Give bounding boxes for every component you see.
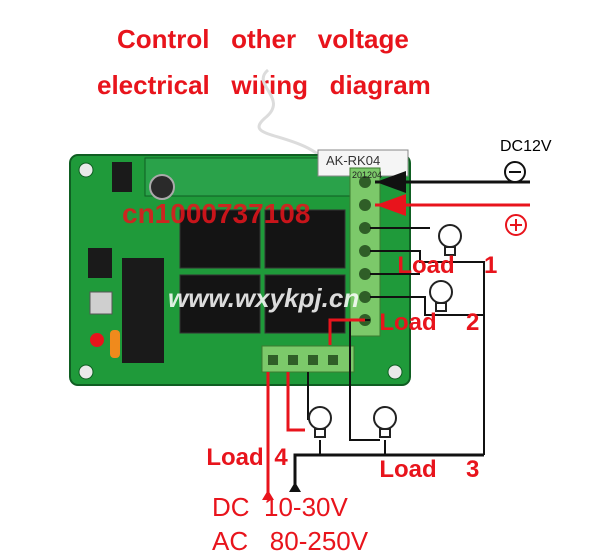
learn-button bbox=[89, 291, 113, 315]
rf-module bbox=[144, 157, 351, 197]
black-return-wire bbox=[293, 453, 484, 492]
relay bbox=[179, 274, 261, 334]
ic-chip-small bbox=[88, 248, 112, 278]
load-3-label: Load 3 bbox=[379, 456, 480, 483]
dc-supply-label: DC 10-30V bbox=[212, 492, 348, 522]
mount-hole bbox=[78, 162, 94, 178]
mount-hole bbox=[78, 364, 94, 380]
arrow-up-black bbox=[289, 482, 301, 492]
status-led bbox=[90, 333, 104, 347]
watermark-url: www.wxykpj.cn bbox=[168, 283, 360, 313]
bulb-icon bbox=[373, 406, 397, 438]
mount-hole bbox=[387, 364, 403, 380]
title-line-1: Control other voltage bbox=[117, 24, 409, 54]
capacitor bbox=[149, 174, 175, 200]
arrow-up-red bbox=[262, 490, 274, 500]
bulb-icon bbox=[438, 224, 462, 256]
bulb-icon bbox=[429, 280, 453, 312]
orange-capacitor bbox=[110, 330, 120, 358]
watermark-id: cn1000737108 bbox=[122, 198, 311, 229]
relay bbox=[264, 274, 346, 334]
relay bbox=[179, 209, 261, 269]
jumper bbox=[112, 162, 132, 192]
bulb-icon bbox=[308, 406, 332, 438]
antenna-wire bbox=[257, 68, 332, 166]
board-model-label: AK-RK04 bbox=[326, 153, 381, 168]
ic-chip bbox=[122, 258, 164, 363]
relay bbox=[264, 209, 346, 269]
arrow-plus bbox=[376, 194, 406, 216]
ac-supply-label: AC 80-250V bbox=[212, 526, 369, 556]
board-date-code: 201204 bbox=[352, 170, 383, 180]
load-1-label: Load 1 bbox=[397, 252, 498, 279]
dc12v-label: DC12V bbox=[500, 138, 552, 155]
load-4-label: Load 4 bbox=[206, 444, 288, 471]
load-2-label: Load 2 bbox=[379, 309, 480, 336]
red-supply-wire bbox=[328, 318, 365, 345]
arrow-minus bbox=[376, 171, 406, 193]
